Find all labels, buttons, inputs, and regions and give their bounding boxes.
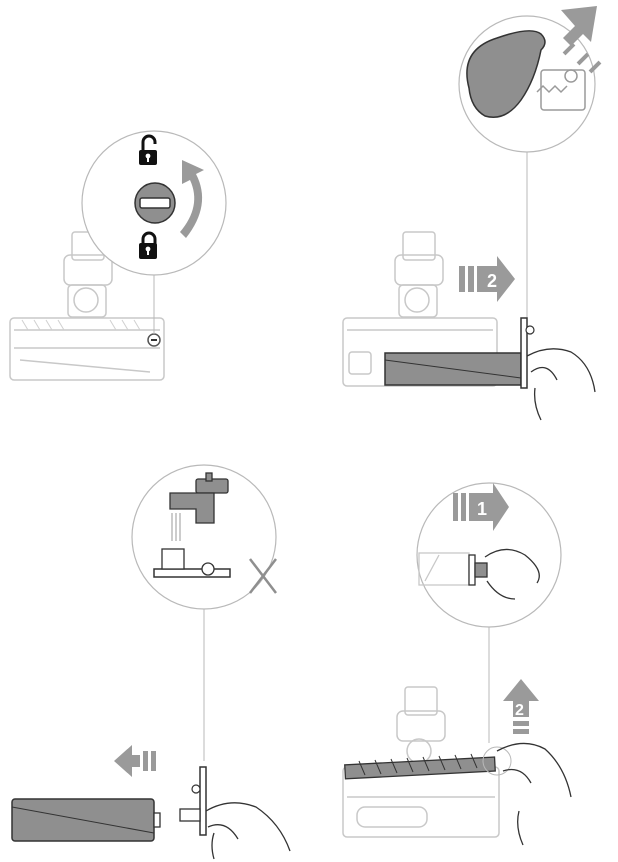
hand-outline bbox=[497, 743, 571, 845]
latch-knob bbox=[135, 183, 175, 223]
end-cap-plate bbox=[200, 767, 206, 835]
step-4-reinstall-panel: 1 2 bbox=[309, 431, 618, 862]
hand-outline bbox=[527, 349, 595, 420]
brush-roller bbox=[12, 799, 160, 841]
step-arrow-label: 2 bbox=[515, 702, 524, 719]
brush-roller bbox=[385, 353, 521, 385]
step-arrow-2-icon: 2 bbox=[459, 256, 515, 302]
step-arrow-label: 1 bbox=[477, 499, 487, 519]
step-2-remove-panel: 2 bbox=[309, 0, 618, 431]
hand-outline bbox=[206, 803, 290, 859]
remove-direction-arrow-icon bbox=[114, 745, 156, 777]
brush-roller bbox=[345, 754, 496, 779]
step-3-rinse-panel bbox=[0, 431, 309, 862]
step-arrow-2-icon: 2 bbox=[503, 679, 539, 734]
step-arrow-label: 2 bbox=[487, 271, 497, 291]
step-1-unlock-panel bbox=[0, 0, 309, 431]
